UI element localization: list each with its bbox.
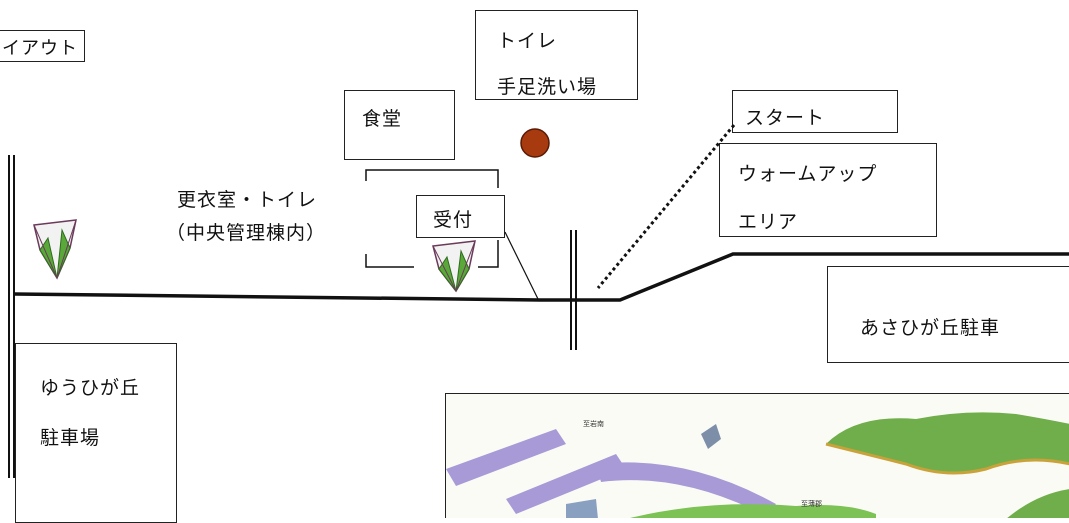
building-bracket	[365, 169, 499, 188]
inset-green-bottom	[630, 504, 876, 518]
inset-area-map: 至岩南 至薄郡	[445, 393, 1069, 518]
layout-title-box	[0, 30, 85, 62]
inset-map-graphic: 至岩南 至薄郡	[446, 412, 1069, 518]
cafeteria-label: 食堂	[362, 108, 403, 130]
asahigaoka-parking-label: あさひが丘駐車	[860, 317, 1001, 339]
inset-road-1	[446, 429, 566, 486]
warmup-label-line1: ウォームアップ	[738, 163, 878, 185]
yuuhigaoka-parking-label-line2: 駐車場	[40, 427, 101, 449]
inset-road-5	[566, 499, 598, 518]
cafeteria-box	[344, 90, 455, 160]
main-road-line	[13, 252, 1069, 302]
inset-road-4	[701, 424, 721, 449]
reception-pointer-line	[504, 231, 539, 300]
inset-label-1: 至岩南	[583, 419, 604, 428]
start-box	[732, 90, 898, 133]
reception-box	[416, 195, 505, 238]
toilet-handwash-box	[475, 10, 638, 100]
inset-label-2: 至薄郡	[801, 499, 822, 508]
location-marker	[520, 128, 550, 158]
building-bracket-bottom-right	[478, 240, 499, 268]
reception-label: 受付	[433, 209, 474, 231]
handwash-label: 手足洗い場	[497, 76, 598, 98]
start-label: スタート	[745, 107, 826, 129]
building-bracket-bottom	[365, 254, 414, 268]
changing-room-label-line1: 更衣室・トイレ	[177, 189, 318, 211]
toilet-label: トイレ	[497, 30, 558, 52]
inset-hill	[826, 412, 1069, 473]
asahigaoka-parking-box	[827, 266, 1069, 363]
layout-title: イアウト	[2, 38, 78, 59]
inset-road-3	[596, 462, 776, 516]
changing-room-label-line2: （中央管理棟内）	[166, 222, 327, 244]
inset-road-2	[506, 454, 626, 514]
warmup-area-box	[719, 143, 937, 237]
tent-icon-left	[33, 219, 77, 280]
start-route-dotted	[596, 124, 736, 289]
tent-icon-center	[432, 240, 476, 293]
yuuhigaoka-parking-box	[15, 343, 177, 523]
yuuhigaoka-parking-label-line1: ゆうひが丘	[40, 377, 141, 399]
inset-green-right	[1007, 489, 1069, 518]
warmup-label-line2: エリア	[738, 211, 799, 233]
